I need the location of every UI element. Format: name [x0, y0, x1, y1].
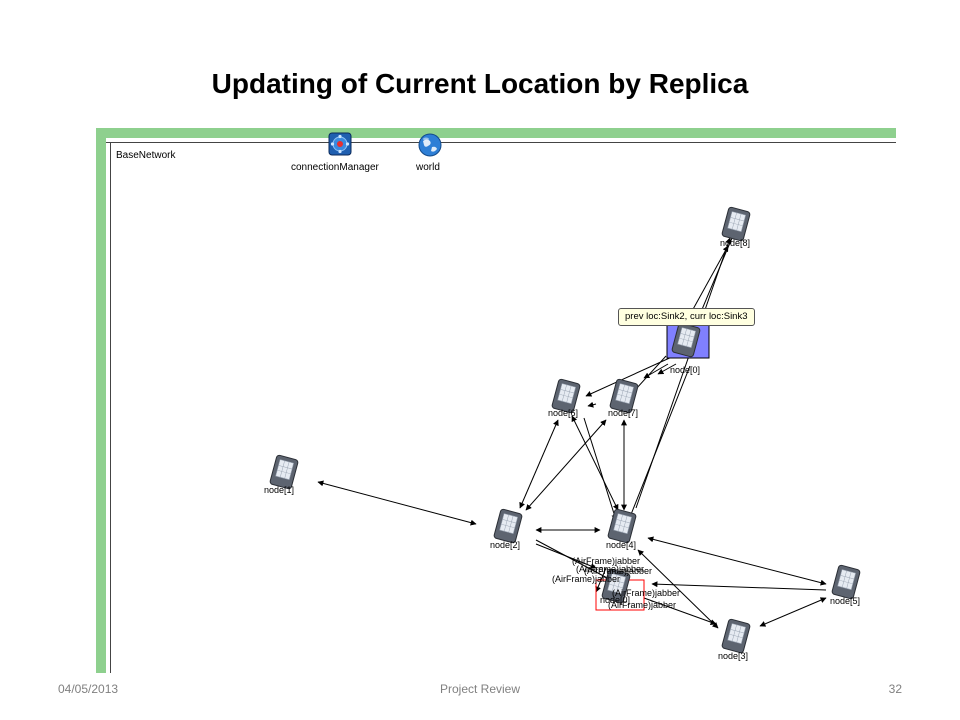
node-label: node[4]: [606, 540, 636, 550]
page-number: 32: [888, 682, 902, 696]
node-label: node[0]: [670, 365, 700, 375]
node-4[interactable]: node[4]: [606, 508, 638, 550]
world-label: world: [416, 162, 440, 173]
node-0[interactable]: node[0]: [670, 322, 702, 375]
canvas-frame-left: [96, 128, 106, 673]
network-border-left: [110, 142, 111, 673]
message-label: (AirFrame)jabber: [584, 566, 652, 576]
pda-icon[interactable]: [606, 508, 638, 544]
footer-title: Project Review: [439, 682, 521, 696]
message-label: (AirFrame)jabber: [612, 588, 680, 598]
connection-manager-label: connectionManager: [291, 162, 379, 173]
message-label: (AirFrame)jabber: [552, 574, 620, 584]
footer-date: 04/05/2013: [58, 682, 119, 696]
node-label: node[6]: [548, 408, 578, 418]
globe-icon[interactable]: [418, 133, 442, 157]
node-label: node[8]: [720, 238, 750, 248]
node-8[interactable]: node[8]: [720, 206, 752, 248]
node-1[interactable]: node[1]: [264, 454, 300, 495]
pda-icon[interactable]: [720, 206, 752, 242]
node-0-selected[interactable]: node[0]: [600, 568, 632, 605]
pda-icon[interactable]: [492, 508, 524, 544]
slide-title: Updating of Current Location by Replica: [211, 68, 749, 99]
node-2[interactable]: node[2]: [490, 508, 524, 550]
pda-icon[interactable]: [720, 618, 752, 654]
message-label: (AirFrame)jabber: [576, 564, 644, 574]
node-3[interactable]: node[3]: [718, 618, 752, 661]
message-label: (AirFrame)jabber: [572, 556, 640, 566]
node-label: node[0]: [600, 595, 630, 605]
node-6[interactable]: node[6]: [548, 378, 582, 418]
network-graph: node[8] node[0] node[6] node[7] node[1] …: [264, 206, 862, 661]
network-label: BaseNetwork: [116, 150, 176, 161]
pda-icon[interactable]: [830, 564, 862, 600]
canvas-frame-top: [96, 128, 896, 138]
node-label: node[7]: [608, 408, 638, 418]
node-label: node[5]: [830, 596, 860, 606]
connection-lines: [317, 237, 827, 629]
node-label: node[3]: [718, 651, 748, 661]
node-7[interactable]: node[7]: [608, 378, 640, 418]
connection-manager-icon[interactable]: [328, 132, 352, 156]
node-5[interactable]: node[5]: [830, 564, 862, 606]
location-tooltip: prev loc:Sink2, curr loc:Sink3: [618, 308, 755, 326]
node-label: node[2]: [490, 540, 520, 550]
node-label: node[1]: [264, 485, 294, 495]
message-label: (AirFrame)jabber: [608, 600, 676, 610]
simulation-canvas[interactable]: BaseNetwork connectionManager world: [96, 128, 896, 673]
network-border-top: [106, 142, 896, 143]
